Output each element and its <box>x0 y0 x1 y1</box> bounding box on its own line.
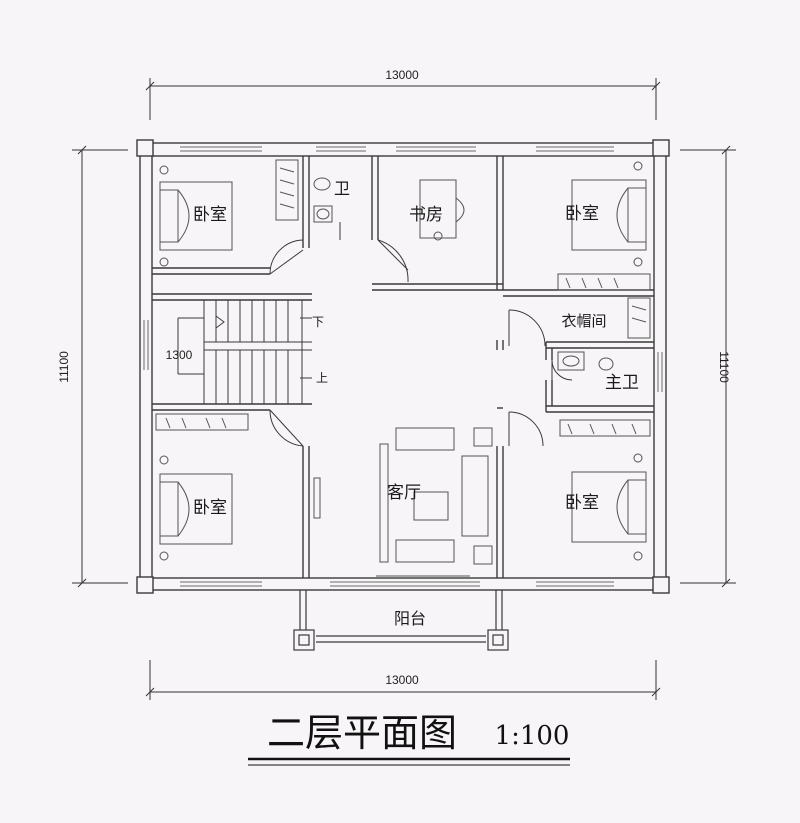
room-label-toilet-top: 卫 <box>334 179 350 198</box>
dimension-bottom: 13000 <box>385 673 419 687</box>
room-label-bedroom-bottom-left: 卧室 <box>193 498 227 518</box>
room-labels: 卧室 卫 书房 卧室 衣帽间 主卫 卧室 客厅 卧室 阳台 <box>193 179 639 628</box>
balcony <box>293 590 509 651</box>
dimension-left: 11100 <box>57 351 71 383</box>
stair-dimension: 1300 <box>166 348 193 362</box>
study-desk <box>419 179 465 241</box>
bed-top-left <box>159 165 233 267</box>
dimension-lines <box>72 78 736 700</box>
bed-top-right <box>571 161 647 267</box>
drawing-scale: 1:100 <box>495 721 570 751</box>
room-label-master-bath: 主卫 <box>605 373 639 393</box>
bed-bottom-right <box>571 453 647 561</box>
bed-bottom-left <box>159 455 233 561</box>
doors <box>269 222 573 447</box>
room-label-balcony: 阳台 <box>394 609 426 628</box>
windows <box>143 146 663 587</box>
room-label-bedroom-top-left: 卧室 <box>193 205 227 225</box>
stair-up-label: 上 <box>316 371 328 385</box>
room-label-living-room: 客厅 <box>387 483 421 503</box>
bathroom-fixtures <box>313 177 614 371</box>
room-label-bedroom-top-right: 卧室 <box>565 204 599 224</box>
wardrobes <box>155 159 651 437</box>
walls <box>136 139 670 594</box>
room-label-study: 书房 <box>409 205 443 225</box>
dimension-right: 11100 <box>717 351 731 383</box>
stair-down-label: 下 <box>312 315 324 329</box>
room-label-bedroom-bottom-right: 卧室 <box>565 493 599 513</box>
living-room-furniture <box>313 427 493 577</box>
dimension-top: 13000 <box>385 68 419 82</box>
room-label-cloakroom: 衣帽间 <box>561 312 606 330</box>
staircase <box>177 299 312 405</box>
drawing-title: 二层平面图 <box>267 711 457 755</box>
